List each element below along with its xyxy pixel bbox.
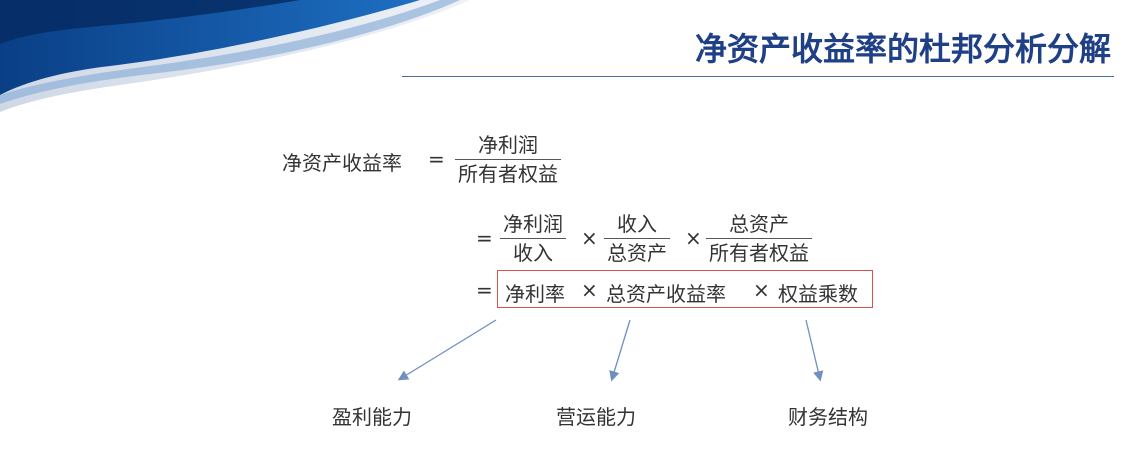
caption-financial-structure: 财务结构 — [788, 405, 868, 429]
header-swoosh-decoration — [0, 0, 470, 112]
formula-lhs: 净资产收益率 — [282, 151, 402, 175]
fraction-denominator: 总资产 — [604, 238, 670, 265]
fraction-denominator: 所有者权益 — [706, 238, 812, 265]
caption-operating-capability: 营运能力 — [556, 405, 636, 429]
arrow-to-financial — [805, 319, 824, 382]
arrow-to-profitability — [397, 319, 497, 381]
highlight-box — [497, 270, 873, 308]
fraction-denominator: 所有者权益 — [455, 159, 561, 186]
fraction-net-profit-over-equity: 净利润 所有者权益 — [455, 133, 561, 186]
title-divider — [402, 76, 1114, 77]
term-equity-multiplier: 权益乘数 — [778, 282, 858, 306]
fraction-numerator: 净利润 — [503, 212, 563, 236]
equals-sign: = — [476, 278, 493, 302]
fraction-denominator: 收入 — [500, 238, 566, 265]
multiply-sign: × — [753, 278, 770, 302]
equals-sign: = — [476, 226, 493, 250]
arrow-to-operating — [609, 319, 631, 382]
multiply-sign: × — [581, 226, 598, 250]
caption-profitability: 盈利能力 — [332, 405, 412, 429]
fraction-numerator: 收入 — [617, 212, 657, 236]
page-title: 净资产收益率的杜邦分析分解 — [694, 30, 1111, 68]
fraction-revenue-over-assets: 收入 总资产 — [604, 212, 670, 265]
term-total-asset-return: 总资产收益率 — [606, 282, 726, 306]
term-net-profit-margin: 净利率 — [505, 282, 565, 306]
multiply-sign: × — [581, 278, 598, 302]
fraction-net-profit-over-revenue: 净利润 收入 — [500, 212, 566, 265]
fraction-assets-over-equity: 总资产 所有者权益 — [706, 212, 812, 265]
fraction-numerator: 总资产 — [729, 212, 789, 236]
multiply-sign: × — [685, 226, 702, 250]
fraction-numerator: 净利润 — [478, 133, 538, 157]
equals-sign: = — [428, 147, 445, 171]
